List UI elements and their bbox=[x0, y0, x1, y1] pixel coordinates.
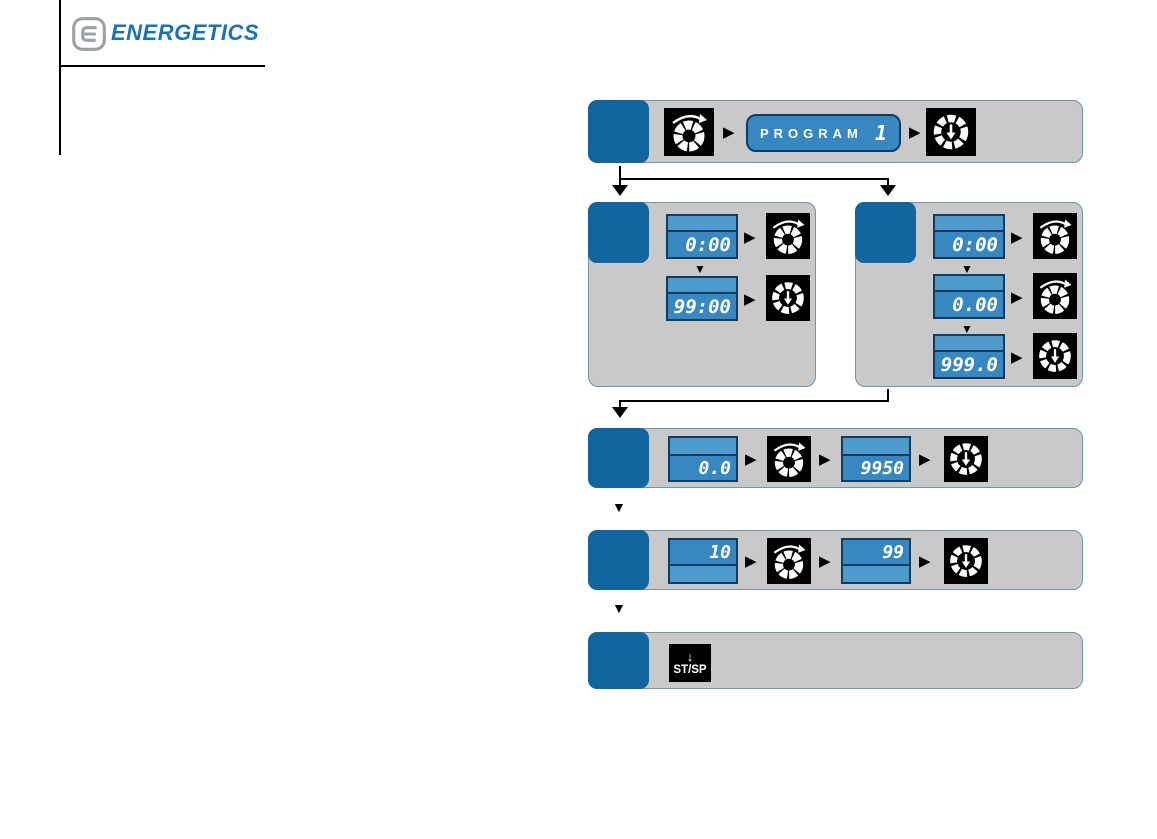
arrow-right-icon: ▶ bbox=[819, 451, 831, 468]
flow-panel-value-entry-1: 0.0 ▶ ▶ 9950 ▶ bbox=[588, 428, 1083, 488]
brand-name: ENERGETICS bbox=[111, 20, 260, 45]
press-dial-icon bbox=[766, 275, 810, 321]
start-stop-key-icon: ↓ ST/SP bbox=[669, 644, 711, 682]
flow-panel-program-select: ▶ PROGRAM 1 ▶ bbox=[588, 100, 1083, 163]
lcd-display: 999.0 bbox=[933, 334, 1005, 379]
lcd-footer-band bbox=[843, 564, 909, 582]
start-stop-label: ST/SP bbox=[673, 663, 707, 676]
lcd-value: 0:00 bbox=[685, 233, 731, 256]
lcd-program-display: PROGRAM 1 bbox=[746, 114, 901, 152]
arrow-right-icon: ▶ bbox=[745, 553, 757, 570]
arrow-right-icon: ▶ bbox=[745, 451, 757, 468]
connector-arrow-down bbox=[612, 185, 628, 196]
logo-underline bbox=[59, 65, 265, 67]
connector-line bbox=[887, 178, 889, 186]
rotate-dial-icon bbox=[766, 213, 810, 259]
flow-panel-distance: 0:00 ▶ ▼ 0.00 ▶ ▼ 999.0 ▶ bbox=[855, 202, 1083, 387]
arrow-down-icon: ▼ bbox=[961, 322, 973, 336]
lcd-footer-band bbox=[670, 564, 736, 582]
connector-line bbox=[619, 400, 621, 408]
lcd-program-value: 1 bbox=[874, 121, 887, 145]
press-dial-icon bbox=[926, 108, 976, 156]
flow-panel-time: 0:00 ▶ ▼ 99:00 ▶ bbox=[588, 202, 816, 387]
lcd-value: 99:00 bbox=[673, 295, 731, 318]
arrow-right-icon: ▶ bbox=[744, 291, 756, 308]
arrow-down-icon: ▼ bbox=[694, 262, 706, 276]
arrow-right-icon: ▶ bbox=[1011, 229, 1023, 246]
arrow-down-icon: ▼ bbox=[612, 499, 626, 515]
page-margin-rule bbox=[59, 0, 61, 155]
lcd-header-band bbox=[935, 276, 1003, 292]
lcd-display: 9950 bbox=[841, 436, 911, 482]
flow-panel-start: ↓ ST/SP bbox=[588, 632, 1083, 689]
step-marker bbox=[588, 100, 649, 163]
lcd-header-band bbox=[668, 278, 736, 294]
lcd-value: 0.0 bbox=[698, 457, 731, 479]
connector-line bbox=[887, 389, 889, 402]
lcd-display: 99:00 bbox=[666, 276, 738, 321]
arrow-right-icon: ▶ bbox=[919, 451, 931, 468]
lcd-value: 999.0 bbox=[940, 353, 998, 376]
press-dial-icon bbox=[944, 436, 988, 482]
arrow-right-icon: ▶ bbox=[909, 124, 921, 141]
lcd-header-band bbox=[935, 336, 1003, 352]
press-dial-icon bbox=[944, 538, 988, 584]
press-dial-icon bbox=[1033, 333, 1077, 379]
lcd-display: 0.00 bbox=[933, 274, 1005, 319]
lcd-value: 0:00 bbox=[952, 233, 998, 256]
lcd-value: 0.00 bbox=[952, 293, 998, 316]
arrow-right-icon: ▶ bbox=[723, 124, 735, 141]
lcd-display: 0.0 bbox=[668, 436, 738, 482]
arrow-down-icon: ▼ bbox=[961, 262, 973, 276]
lcd-display: 99 bbox=[841, 538, 911, 584]
arrow-right-icon: ▶ bbox=[919, 553, 931, 570]
connector-arrow-down bbox=[880, 185, 896, 196]
rotate-dial-icon bbox=[767, 436, 811, 482]
connector-line bbox=[619, 178, 889, 180]
lcd-display: 10 bbox=[668, 538, 738, 584]
step-marker bbox=[588, 530, 649, 590]
rotate-dial-icon bbox=[767, 538, 811, 584]
rotate-dial-icon bbox=[664, 108, 714, 156]
lcd-header-band bbox=[670, 438, 736, 456]
step-marker bbox=[855, 202, 916, 263]
connector-arrow-down bbox=[612, 407, 628, 418]
lcd-display: 0:00 bbox=[666, 214, 738, 259]
lcd-program-label: PROGRAM bbox=[760, 125, 863, 141]
lcd-value: 99 bbox=[882, 541, 904, 563]
flow-panel-value-entry-2: 10 ▶ ▶ 99 ▶ bbox=[588, 530, 1083, 590]
lcd-header-band bbox=[668, 216, 736, 232]
step-marker bbox=[588, 632, 649, 689]
arrow-right-icon: ▶ bbox=[819, 553, 831, 570]
rotate-dial-icon bbox=[1033, 273, 1077, 319]
lcd-display: 0:00 bbox=[933, 214, 1005, 259]
lcd-value: 10 bbox=[709, 541, 731, 563]
arrow-down-icon: ▼ bbox=[612, 600, 626, 616]
rotate-dial-icon bbox=[1033, 213, 1077, 259]
energetics-logo-icon bbox=[71, 16, 107, 52]
step-marker bbox=[588, 202, 649, 263]
arrow-right-icon: ▶ bbox=[744, 229, 756, 246]
connector-line bbox=[619, 178, 621, 186]
lcd-header-band bbox=[843, 438, 909, 456]
step-marker bbox=[588, 428, 649, 488]
lcd-value: 9950 bbox=[860, 457, 904, 479]
down-arrow-glyph: ↓ bbox=[686, 648, 694, 664]
arrow-right-icon: ▶ bbox=[1011, 349, 1023, 366]
arrow-right-icon: ▶ bbox=[1011, 289, 1023, 306]
lcd-header-band bbox=[935, 216, 1003, 232]
connector-line bbox=[619, 400, 889, 402]
connector-line bbox=[619, 166, 621, 179]
